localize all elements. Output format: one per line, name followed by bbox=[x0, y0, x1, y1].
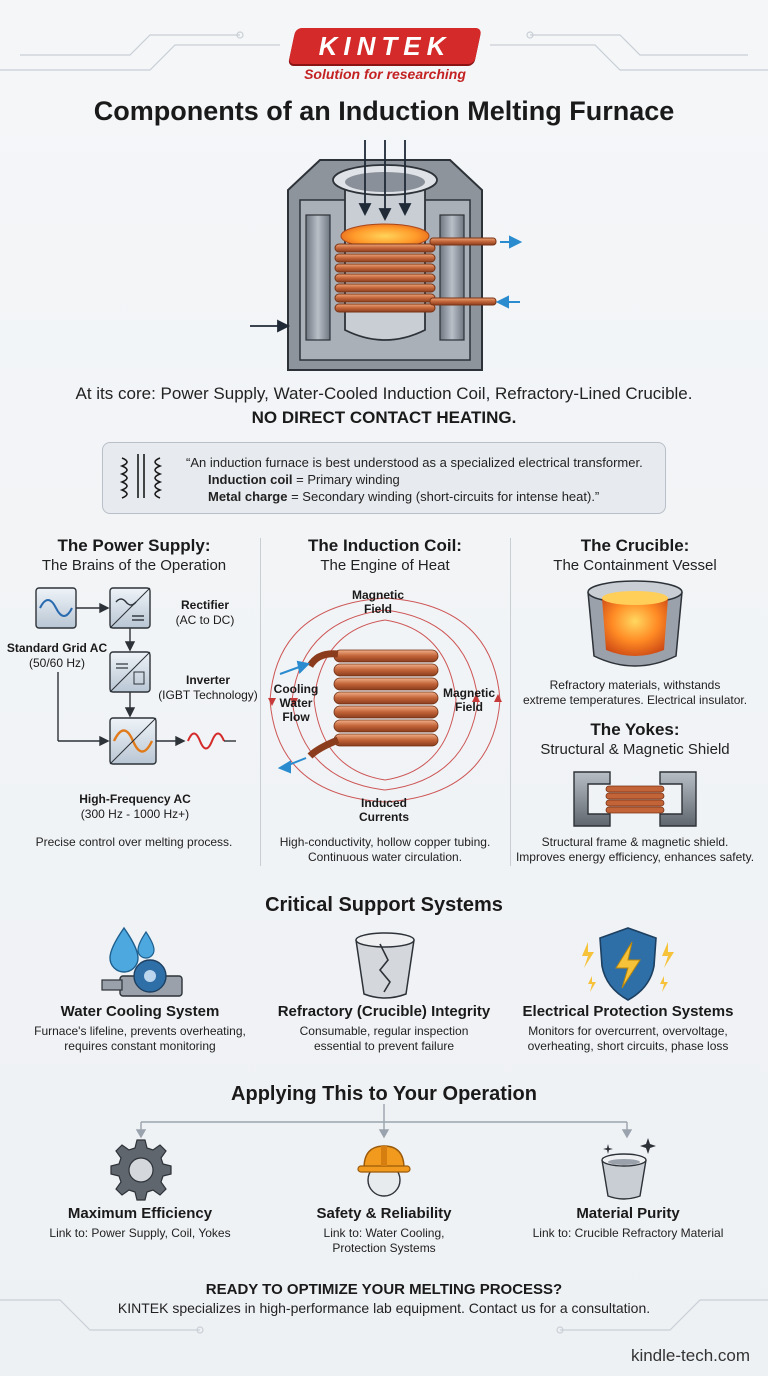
support-heading: Critical Support Systems bbox=[265, 894, 503, 916]
yokes-icon bbox=[573, 771, 697, 827]
induction-coil-sub: The Engine of Heat bbox=[320, 557, 450, 574]
power-supply-desc: Precise control over melting process. bbox=[35, 835, 233, 849]
yokes-sub: Structural & Magnetic Shield bbox=[540, 741, 730, 758]
coil-def: = Primary winding bbox=[292, 472, 400, 487]
crucible-sub: The Containment Vessel bbox=[553, 557, 717, 574]
intro-core-components: At its core: Power Supply, Water-Cooled … bbox=[75, 384, 693, 403]
water-pump-icon bbox=[101, 926, 183, 997]
charge-term: Metal charge bbox=[208, 489, 288, 504]
apply-heading: Applying This to Your Operation bbox=[231, 1083, 537, 1105]
crucible-icon bbox=[587, 580, 683, 667]
transformer-quote-box bbox=[102, 442, 666, 514]
transformer-quote: “An induction furnace is best understood… bbox=[186, 454, 656, 505]
crucible-desc-1: Refractory materials, withstands bbox=[549, 678, 721, 692]
hardhat-icon bbox=[357, 1145, 411, 1197]
rectifier-sub: (AC to DC) bbox=[175, 613, 235, 627]
cracked-crucible-icon bbox=[355, 932, 415, 999]
support-title-water: Water Cooling System bbox=[60, 1003, 220, 1020]
column-divider bbox=[260, 538, 261, 866]
yokes-heading: The Yokes: bbox=[590, 720, 680, 739]
sparkle-crucible-icon bbox=[601, 1138, 656, 1200]
support-desc-water-2: requires constant monitoring bbox=[64, 1039, 216, 1053]
induction-coil-diagram bbox=[268, 597, 502, 803]
induction-coil-desc-2: Continuous water circulation. bbox=[307, 850, 463, 864]
support-desc-refractory-2: essential to prevent failure bbox=[313, 1039, 455, 1053]
shield-lightning-icon bbox=[582, 927, 674, 1001]
apply-title-efficiency: Maximum Efficiency bbox=[67, 1205, 213, 1222]
crucible-desc-2: extreme temperatures. Electrical insulat… bbox=[522, 693, 748, 707]
grid-ac-hz: (50/60 Hz) bbox=[28, 656, 86, 670]
inverter-sub: (IGBT Technology) bbox=[158, 688, 258, 702]
transformer-icon bbox=[119, 454, 163, 499]
hf-ac-sub: (300 Hz - 1000 Hz+) bbox=[80, 807, 190, 821]
crucible-heading: The Crucible: bbox=[580, 536, 690, 555]
inverter-label: Inverter bbox=[185, 673, 231, 687]
power-supply-sub: The Brains of the Operation bbox=[41, 557, 227, 574]
cta-body: KINTEK specializes in high-performance l… bbox=[117, 1300, 651, 1316]
apply-desc-safety-1: Link to: Water Cooling, bbox=[323, 1226, 445, 1240]
grid-ac-label: Standard Grid AC bbox=[6, 641, 108, 655]
column-divider bbox=[510, 538, 511, 866]
yokes-desc-2: Improves energy efficiency, enhances saf… bbox=[515, 850, 755, 864]
support-desc-refractory-1: Consumable, regular inspection bbox=[299, 1024, 469, 1038]
apply-title-safety: Safety & Reliability bbox=[316, 1205, 452, 1222]
furnace-illustration bbox=[250, 140, 523, 371]
apply-title-purity: Material Purity bbox=[576, 1205, 680, 1222]
power-supply-diagram bbox=[35, 587, 236, 765]
coil-term: Induction coil bbox=[208, 472, 293, 487]
support-title-refractory: Refractory (Crucible) Integrity bbox=[277, 1003, 491, 1020]
yokes-desc-1: Structural frame & magnetic shield. bbox=[541, 835, 729, 849]
website-link[interactable]: kindle-tech.com bbox=[630, 1346, 750, 1365]
support-desc-electrical-1: Monitors for overcurrent, overvoltage, bbox=[528, 1024, 728, 1038]
quote-line-charge: Metal charge = Secondary winding (short-… bbox=[186, 488, 656, 505]
induction-coil-desc-1: High-conductivity, hollow copper tubing. bbox=[279, 835, 491, 849]
support-title-electrical: Electrical Protection Systems bbox=[522, 1003, 734, 1020]
page-title: Components of an Induction Melting Furna… bbox=[93, 96, 675, 126]
hf-ac-label: High-Frequency AC bbox=[79, 792, 191, 806]
cooling-water-label: Cooling Water Flow bbox=[273, 682, 319, 724]
gear-icon bbox=[110, 1139, 172, 1201]
charge-def: = Secondary winding (short-circuits for … bbox=[287, 489, 600, 504]
magnetic-field-top-label: Magnetic Field bbox=[351, 588, 404, 616]
intro-no-contact: NO DIRECT CONTACT HEATING. bbox=[251, 408, 517, 427]
induction-coil-heading: The Induction Coil: bbox=[308, 536, 462, 555]
quote-line-coil: Induction coil = Primary winding bbox=[186, 471, 656, 488]
brand-tagline: Solution for researching bbox=[304, 66, 466, 82]
support-desc-water-1: Furnace's lifeline, prevents overheating… bbox=[34, 1024, 246, 1038]
apply-desc-efficiency: Link to: Power Supply, Coil, Yokes bbox=[49, 1226, 231, 1240]
magnetic-field-right-label: Magnetic Field bbox=[442, 686, 495, 714]
rectifier-label: Rectifier bbox=[180, 598, 230, 612]
support-desc-electrical-2: overheating, short circuits, phase loss bbox=[527, 1039, 729, 1053]
power-supply-heading: The Power Supply: bbox=[57, 536, 211, 555]
apply-connector-lines bbox=[135, 1104, 633, 1139]
induced-currents-label: Induced Currents bbox=[358, 796, 409, 824]
cta-heading: READY TO OPTIMIZE YOUR MELTING PROCESS? bbox=[205, 1281, 563, 1298]
apply-desc-purity: Link to: Crucible Refractory Material bbox=[532, 1226, 724, 1240]
quote-line-1: “An induction furnace is best understood… bbox=[186, 455, 643, 470]
apply-desc-safety-2: Protection Systems bbox=[332, 1241, 436, 1255]
